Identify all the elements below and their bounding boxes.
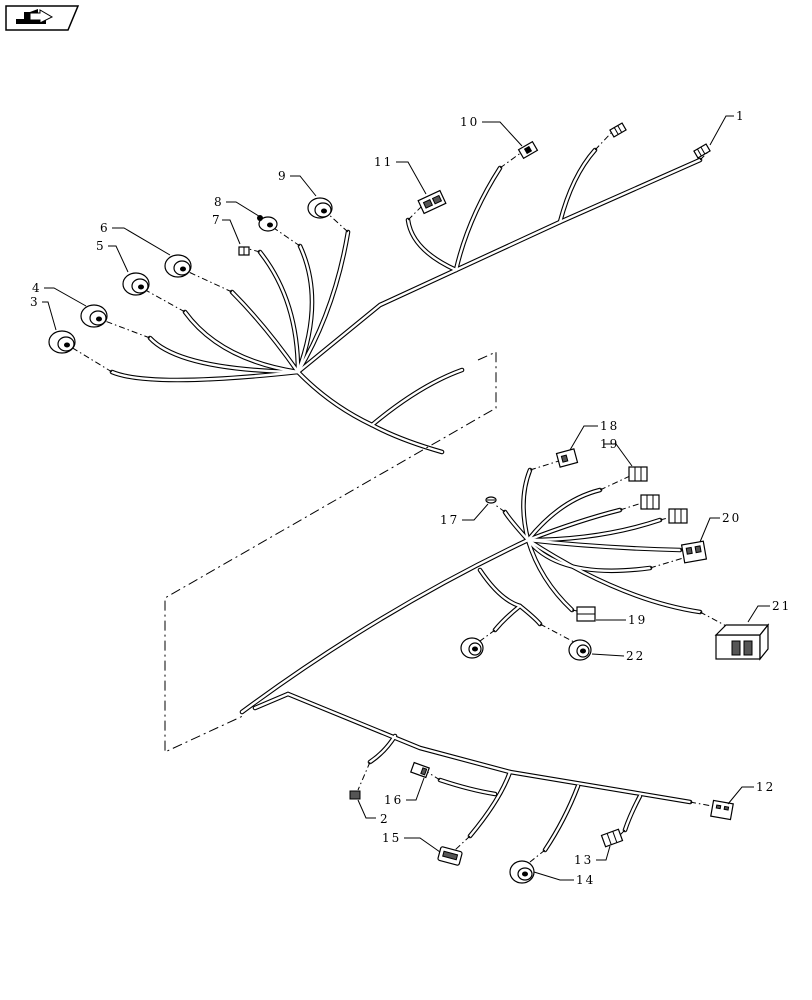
grommet-9	[307, 197, 333, 219]
callout-8: 8	[214, 195, 224, 209]
callout-21: 21	[772, 599, 791, 613]
callout-22: 22	[626, 649, 645, 663]
grommet-3	[48, 330, 76, 354]
connector-1	[693, 143, 711, 159]
connector-17	[485, 496, 497, 504]
connector-19-right	[668, 508, 688, 524]
callout-9: 9	[278, 169, 288, 183]
callout-19b: 19	[628, 613, 647, 627]
callout-17: 17	[440, 513, 459, 527]
grommet-22	[568, 639, 592, 661]
callout-7: 7	[212, 213, 222, 227]
callout-4: 4	[32, 281, 42, 295]
connector-19-top	[628, 466, 648, 482]
connector-21	[714, 623, 770, 661]
return-button[interactable]	[5, 5, 80, 31]
callout-18: 18	[600, 419, 619, 433]
callout-15: 15	[382, 831, 401, 845]
callout-20: 20	[722, 511, 741, 525]
callout-1: 1	[736, 109, 746, 123]
connector-18	[555, 448, 579, 468]
grommet-4	[80, 304, 108, 328]
grommet-lower-left	[460, 637, 484, 659]
connector-plug-top	[609, 122, 627, 138]
callout-14: 14	[576, 873, 595, 887]
callout-12: 12	[756, 780, 775, 794]
connector-13	[600, 828, 624, 848]
grommet-14	[509, 860, 535, 884]
callout-16: 16	[384, 793, 403, 807]
connector-15	[437, 846, 463, 866]
callout-6: 6	[100, 221, 110, 235]
lower-harness	[239, 448, 770, 884]
return-arrow-icon	[16, 9, 54, 24]
callout-19a: 19	[600, 437, 619, 451]
connector-12	[710, 799, 734, 821]
callout-labels: 1 2 3 4 5 6 7 8 9 10 11 12 13 14 15 16 1…	[30, 109, 791, 887]
connector-20	[680, 540, 708, 564]
phantom-link-line	[164, 351, 497, 753]
connector-19-mid	[640, 494, 660, 510]
callout-11: 11	[374, 155, 393, 169]
grommet-6	[164, 254, 192, 278]
connector-8	[257, 215, 278, 232]
connector-7	[238, 246, 250, 256]
connector-10	[517, 140, 539, 160]
callout-2: 2	[380, 812, 390, 826]
callout-13: 13	[574, 853, 593, 867]
upper-harness	[48, 122, 711, 455]
connector-11	[417, 189, 447, 215]
callout-5: 5	[96, 239, 106, 253]
callout-10: 10	[460, 115, 479, 129]
connector-19-lower	[576, 606, 596, 622]
callout-3: 3	[30, 295, 40, 309]
leader-lines	[42, 115, 770, 881]
connector-2	[349, 790, 361, 800]
grommet-5	[122, 272, 150, 296]
connector-16	[410, 761, 430, 779]
